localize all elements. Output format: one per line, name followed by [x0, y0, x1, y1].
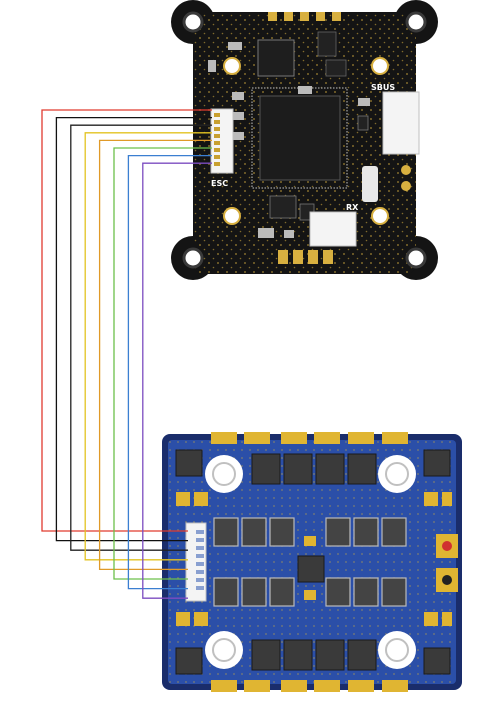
fc-top-solder-pads	[268, 12, 341, 21]
esc-mosfets-top	[175, 449, 451, 485]
mount-hole-icon	[205, 455, 243, 493]
fc-small-components	[208, 31, 370, 238]
mcu-pins	[251, 87, 348, 189]
esc-driver-chips	[213, 517, 407, 607]
sbus-label: SBUS	[371, 83, 395, 92]
osd-chip	[257, 39, 295, 77]
esc-bottom-tabs	[211, 680, 408, 692]
esc-mosfets-bottom	[175, 639, 451, 675]
esc-board	[162, 432, 462, 692]
stack-hole-icon	[223, 207, 241, 225]
wire-4	[84, 132, 212, 561]
pad	[401, 181, 411, 191]
wire-1	[41, 109, 212, 532]
rx-connector	[309, 211, 357, 247]
wire-harness	[41, 109, 212, 599]
mount-hole-icon	[378, 455, 416, 493]
wire-7	[127, 154, 212, 590]
mount-hole-icon	[182, 247, 204, 269]
rx-label: RX	[346, 203, 359, 212]
wire-2	[55, 116, 212, 542]
sbus-connector	[382, 91, 420, 155]
flight-controller-board: ESC SBUS RX	[171, 0, 438, 280]
mount-hole-icon	[205, 631, 243, 669]
pad	[401, 165, 411, 175]
wire-8	[142, 162, 212, 599]
esc-top-tabs	[211, 432, 408, 444]
mcu-chip	[259, 95, 341, 181]
wire-5	[98, 139, 212, 571]
stack-hole-icon	[371, 57, 389, 75]
fc-bottom-solder-pads	[278, 250, 333, 264]
wire-6	[113, 147, 212, 580]
mount-hole-icon	[378, 631, 416, 669]
fc-side-button	[362, 166, 378, 202]
esc-connector-pins	[214, 113, 220, 166]
stack-hole-icon	[223, 57, 241, 75]
esc-signal-connector-pins	[196, 530, 204, 590]
wire-3	[70, 124, 212, 551]
mount-hole-icon	[405, 247, 427, 269]
esc-mount-holes	[205, 455, 416, 669]
esc-label: ESC	[211, 179, 228, 188]
esc-side-pads	[176, 492, 452, 626]
mount-hole-icon	[182, 11, 204, 33]
stack-hole-icon	[371, 207, 389, 225]
mount-hole-icon	[405, 11, 427, 33]
